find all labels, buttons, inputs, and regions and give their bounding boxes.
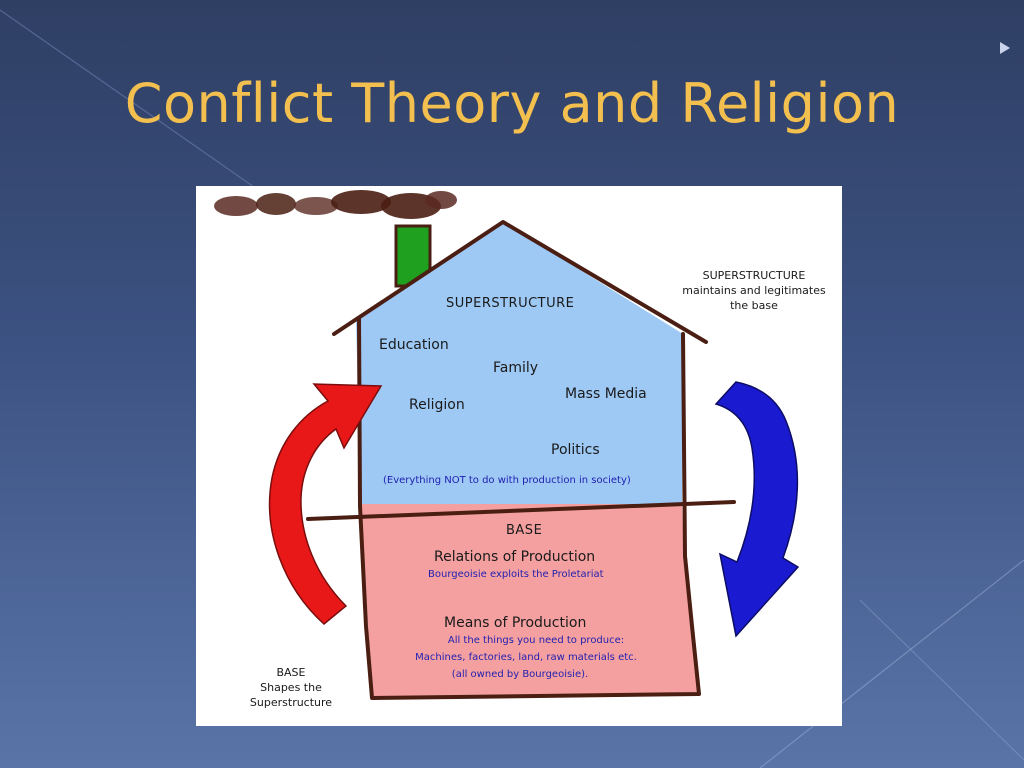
superstructure-item-mass-media: Mass Media	[565, 386, 647, 402]
base-area	[361, 504, 698, 698]
left-note-line-2: Shapes the	[260, 681, 322, 694]
means-of-production-line-1: All the things you need to produce:	[447, 635, 625, 646]
superstructure-item-education: Education	[379, 337, 449, 353]
relations-of-production-title: Relations of Production	[434, 549, 596, 565]
superstructure-heading: SUPERSTRUCTURE	[446, 296, 575, 311]
superstructure-item-politics: Politics	[551, 442, 600, 458]
right-note-line-3: the base	[730, 299, 778, 312]
superstructure-note: (Everything NOT to do with production in…	[383, 475, 631, 486]
next-slide-marker-icon	[1000, 42, 1010, 54]
superstructure-item-family: Family	[493, 360, 539, 376]
house-diagram	[214, 190, 800, 700]
superstructure-area	[356, 222, 683, 504]
chimney-smoke	[214, 190, 457, 219]
left-note-line-1: BASE	[276, 666, 306, 679]
right-note-line-1: SUPERSTRUCTURE	[702, 269, 806, 282]
base-heading: BASE	[506, 523, 543, 538]
superstructure-item-religion: Religion	[409, 397, 465, 413]
house-outline	[306, 220, 736, 700]
relations-of-production-note: Bourgeoisie exploits the Proletariat	[428, 569, 604, 580]
left-arrow-icon	[268, 383, 383, 625]
right-arrow-icon	[714, 381, 800, 638]
right-note-line-2: maintains and legitimates	[682, 284, 826, 297]
left-note-line-3: Superstructure	[249, 696, 333, 709]
slide-title: Conflict Theory and Religion	[124, 72, 900, 135]
superstructure-side-note: SUPERSTRUCTURE maintains and legitimates…	[664, 268, 844, 313]
means-of-production-line-2: Machines, factories, land, raw materials…	[415, 652, 637, 663]
base-side-note: BASE Shapes the Superstructure	[226, 665, 356, 710]
means-of-production-title: Means of Production	[444, 615, 587, 631]
diagram-panel: SUPERSTRUCTURE Education Family Religion…	[196, 186, 842, 726]
means-of-production-line-3: (all owned by Bourgeoisie).	[451, 669, 589, 680]
